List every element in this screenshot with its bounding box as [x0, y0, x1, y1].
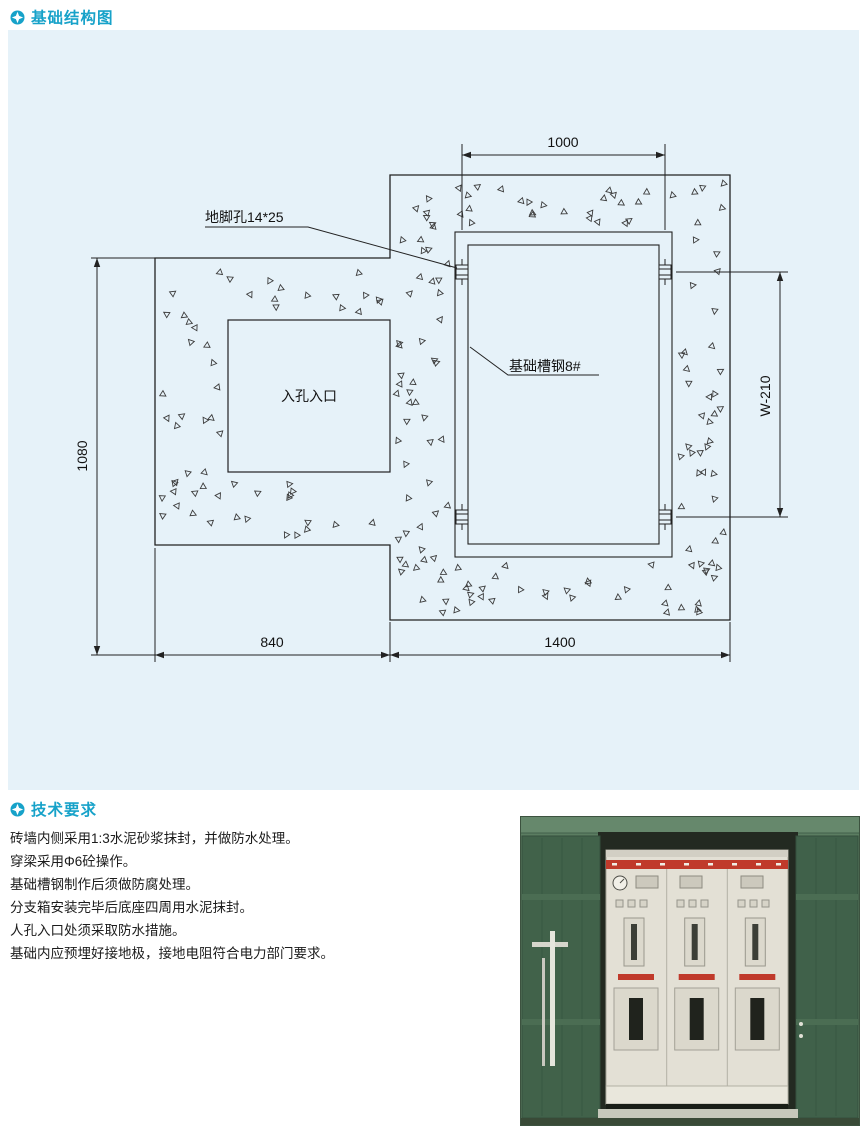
requirement-item: 基础槽钢制作后须做防腐处理。	[10, 877, 199, 892]
meter-icon	[635, 875, 659, 889]
anchor-bolt-top-right	[658, 259, 672, 285]
dim-left-label: 1080	[74, 440, 90, 471]
section-title-structure: 基础结构图	[31, 10, 114, 27]
section-header-tech: 技术要求	[10, 798, 97, 820]
channel-steel-frame	[454, 231, 673, 558]
dim-right-label: W-210	[757, 375, 773, 416]
dimension-lines	[91, 144, 788, 662]
anchor-hole-label: 地脚孔14*25	[205, 209, 284, 225]
requirement-item: 人孔入口处须采取防水措施。	[10, 923, 186, 938]
dim-bottom-left-label: 840	[260, 634, 284, 650]
manhole-box: 入孔入口	[227, 319, 391, 473]
section-bullet-icon	[10, 802, 25, 817]
dim-top-label: 1000	[547, 134, 578, 150]
container-left-door	[521, 835, 601, 1119]
meter-icon	[679, 875, 703, 889]
manhole-label: 入孔入口	[281, 388, 337, 404]
anchor-bolt-top-left	[455, 259, 469, 285]
meter-icon	[740, 875, 764, 889]
foundation-outline	[154, 174, 731, 621]
switchgear-cabinet	[605, 849, 789, 1109]
concrete-texture	[158, 179, 728, 617]
dim-bottom-right-label: 1400	[544, 634, 575, 650]
cabinet-plinth	[605, 1085, 789, 1105]
container-right-door	[795, 835, 859, 1119]
section-bullet-icon	[10, 10, 25, 25]
anchor-bolt-bottom-right	[658, 504, 672, 530]
channel-steel-callout: 基础槽钢8#	[469, 346, 599, 376]
requirement-item: 基础内应预埋好接地极，接地电阻符合电力部门要求。	[10, 946, 334, 961]
diagram-panel: 入孔入口	[8, 30, 859, 790]
channel-steel-label: 基础槽钢8#	[509, 358, 581, 374]
door-rod	[550, 931, 555, 1066]
anchor-hole-callout: 地脚孔14*25	[205, 209, 458, 269]
section-title-tech: 技术要求	[31, 802, 98, 819]
cabinet-red-band	[606, 860, 788, 869]
foundation-diagram: 入孔入口	[74, 134, 788, 662]
requirement-item: 分支箱安装完毕后底座四周用水泥抹封。	[10, 900, 253, 915]
equipment-photo	[520, 816, 860, 1126]
anchor-bolt-bottom-left	[455, 504, 469, 530]
requirements-list: 砖墙内侧采用1:3水泥砂浆抹封，并做防水处理。 穿梁采用Φ6砼操作。 基础槽钢制…	[10, 827, 505, 965]
requirement-item: 穿梁采用Φ6砼操作。	[10, 854, 137, 869]
requirement-item: 砖墙内侧采用1:3水泥砂浆抹封，并做防水处理。	[10, 831, 299, 846]
section-header-structure: 基础结构图	[10, 6, 114, 28]
